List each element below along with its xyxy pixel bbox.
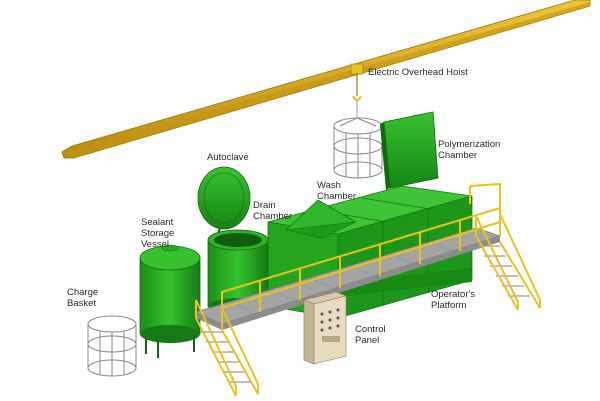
labels: Electric Overhead Hoist Autoclave Polyme… bbox=[67, 67, 500, 346]
polymerization-lid bbox=[380, 111, 439, 190]
label-wash-line2: Chamber bbox=[317, 191, 356, 202]
front-stairs bbox=[195, 299, 259, 397]
electric-hoist bbox=[350, 63, 364, 118]
label-autoclave: Autoclave bbox=[207, 152, 249, 163]
label-sealant-line3: Vessel bbox=[141, 239, 169, 250]
label-charge-line2: Basket bbox=[67, 298, 96, 309]
label-operator-line1: Operator's bbox=[431, 289, 475, 300]
label-sealant-line2: Storage bbox=[141, 228, 174, 239]
label-control-line1: Control bbox=[355, 324, 386, 335]
overhead-beam bbox=[61, 0, 591, 159]
label-charge-line1: Charge bbox=[67, 287, 98, 298]
label-hoist: Electric Overhead Hoist bbox=[368, 67, 468, 78]
label-wash-line1: Wash bbox=[317, 180, 341, 191]
autoclave-lid bbox=[197, 166, 251, 241]
label-control-line2: Panel bbox=[355, 335, 379, 346]
control-panel bbox=[303, 291, 347, 365]
label-sealant-line1: Sealant bbox=[141, 217, 174, 228]
label-drain-line1: Drain bbox=[253, 200, 276, 211]
label-polymerization-line1: Polymerization bbox=[438, 139, 500, 150]
operator-platform bbox=[194, 227, 502, 330]
charge-basket bbox=[87, 315, 137, 377]
label-operator-line2: Platform bbox=[431, 300, 466, 311]
right-stairs bbox=[475, 213, 541, 311]
label-drain-line2: Chamber bbox=[253, 211, 292, 222]
hanging-basket bbox=[333, 117, 383, 179]
sealant-vessel bbox=[139, 244, 201, 358]
label-polymerization-line2: Chamber bbox=[438, 150, 477, 161]
